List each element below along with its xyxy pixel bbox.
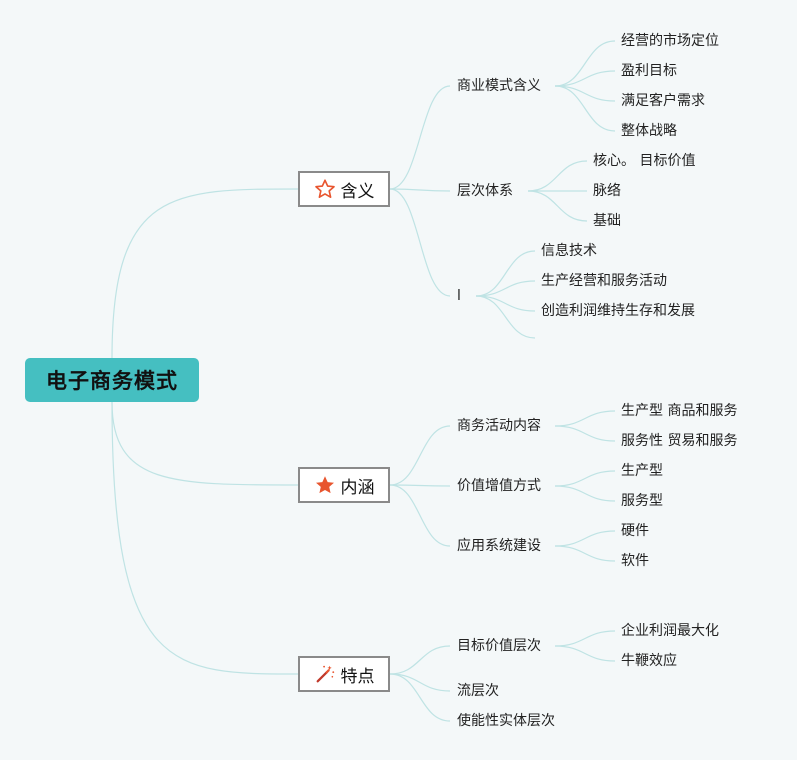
leaf-node[interactable]: 软件 xyxy=(621,553,649,569)
connector-line xyxy=(389,484,451,487)
leaf-node[interactable]: 服务型 xyxy=(621,493,663,509)
connector-line xyxy=(389,425,451,486)
subtopic-flow-level[interactable]: 流层次 xyxy=(457,683,499,699)
star-outline-icon xyxy=(314,178,336,200)
leaf-node[interactable]: 整体战略 xyxy=(621,123,677,139)
leaf-node[interactable]: 生产型 xyxy=(621,463,663,479)
connector-line xyxy=(554,410,616,427)
topic-label: 特点 xyxy=(340,666,375,687)
topic-hanyi[interactable]: 含义 xyxy=(298,171,390,207)
connector-line xyxy=(527,160,588,192)
connector-line xyxy=(389,188,451,192)
star-filled-icon xyxy=(314,474,336,496)
subtopic-system-build[interactable]: 应用系统建设 xyxy=(457,538,541,554)
leaf-node[interactable]: 硬件 xyxy=(621,523,649,539)
leaf-node[interactable]: 生产经营和服务活动 xyxy=(541,273,667,289)
connector-line xyxy=(554,630,616,647)
connector-line xyxy=(389,673,451,692)
leaf-node[interactable]: 满足客户需求 xyxy=(621,93,705,109)
connector-line xyxy=(111,188,299,359)
topic-tedian[interactable]: 特点 xyxy=(298,656,390,692)
subtopic-activity-content[interactable]: 商务活动内容 xyxy=(457,418,541,434)
connector-line xyxy=(554,85,616,132)
connector-line xyxy=(389,85,451,190)
topic-label: 含义 xyxy=(340,181,375,202)
subtopic-business-model-meaning[interactable]: 商业模式含义 xyxy=(457,78,541,94)
connector-line xyxy=(475,295,536,339)
connector-line xyxy=(527,190,588,222)
connector-line xyxy=(389,673,451,722)
connector-line xyxy=(475,250,536,297)
subtopic-target-value[interactable]: 目标价值层次 xyxy=(457,638,541,654)
connector-line xyxy=(554,70,616,87)
connector-line xyxy=(554,645,616,662)
leaf-node[interactable]: 脉络 xyxy=(593,183,621,199)
connector-line xyxy=(111,401,299,675)
root-label: 电子商务模式 xyxy=(46,369,178,393)
connector-line xyxy=(475,280,536,297)
topic-label: 内涵 xyxy=(340,477,375,498)
connector-line xyxy=(554,485,616,502)
leaf-node[interactable]: 服务性 贸易和服务 xyxy=(621,433,738,449)
leaf-node[interactable]: 盈利目标 xyxy=(621,63,677,79)
connector-line xyxy=(554,545,616,562)
connector-line xyxy=(111,401,299,486)
connector-line xyxy=(389,484,451,547)
subtopic-hierarchy[interactable]: 层次体系 xyxy=(457,183,513,199)
leaf-node[interactable]: 企业利润最大化 xyxy=(621,623,719,639)
leaf-node[interactable]: 经营的市场定位 xyxy=(621,33,719,49)
connector-line xyxy=(389,645,451,675)
leaf-node[interactable]: 创造利润维持生存和发展 xyxy=(541,303,695,319)
leaf-node[interactable]: 核心。 目标价值 xyxy=(593,153,696,169)
leaf-node[interactable]: 信息技术 xyxy=(541,243,597,259)
connector-line xyxy=(554,470,616,487)
connector-line xyxy=(475,295,536,312)
magic-wand-icon xyxy=(314,663,336,685)
connector-line xyxy=(389,188,451,297)
connector-line xyxy=(554,530,616,547)
subtopic-value-added[interactable]: 价值增值方式 xyxy=(457,478,541,494)
subtopic-enabling-entity[interactable]: 使能性实体层次 xyxy=(457,713,555,729)
leaf-node[interactable]: 生产型 商品和服务 xyxy=(621,403,738,419)
root-node[interactable]: 电子商务模式 xyxy=(25,358,199,402)
connector-line xyxy=(554,425,616,442)
subtopic-l[interactable]: l xyxy=(457,288,461,304)
leaf-node[interactable]: 基础 xyxy=(593,213,621,229)
connector-line xyxy=(554,85,616,102)
topic-neihan[interactable]: 内涵 xyxy=(298,467,390,503)
leaf-node[interactable]: 牛鞭效应 xyxy=(621,653,677,669)
connector-line xyxy=(554,40,616,87)
